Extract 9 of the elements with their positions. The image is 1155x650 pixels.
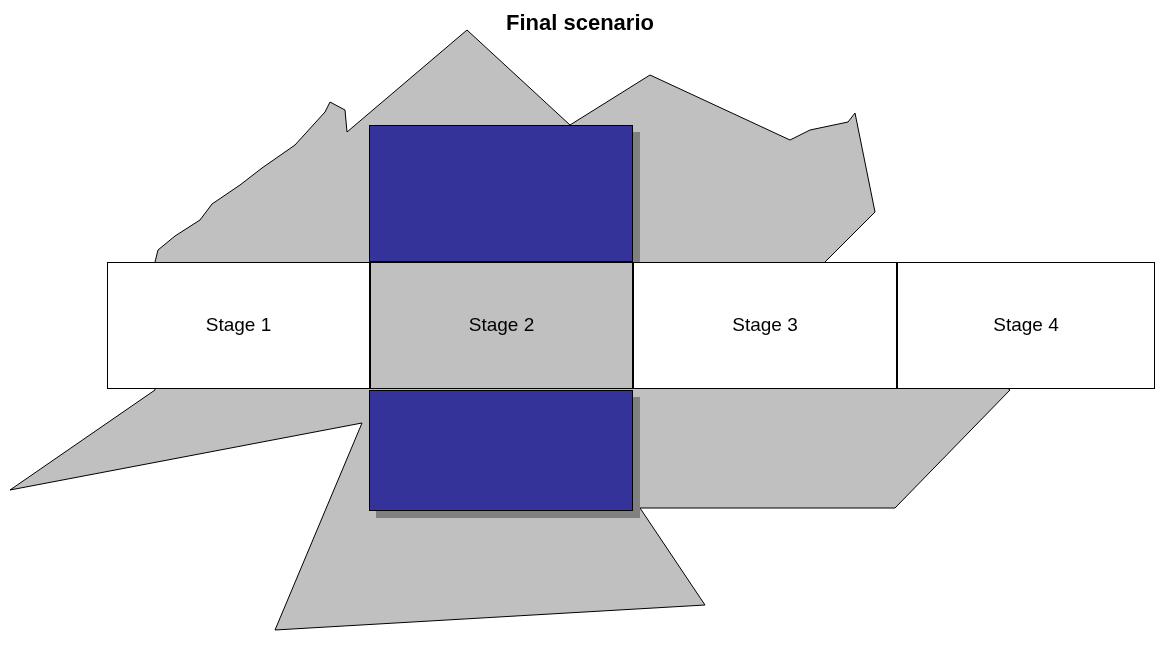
stage-box (633, 262, 897, 389)
stage-label: Stage 1 (205, 313, 272, 338)
stage-label: Stage 4 (993, 313, 1059, 338)
stage-label: Stage 2 (468, 313, 535, 338)
stage-box (897, 262, 1155, 389)
stage-label: Stage 3 (732, 313, 798, 338)
title: Final scenario (505, 9, 655, 37)
stage-box (370, 262, 633, 389)
stage-box (107, 262, 370, 389)
